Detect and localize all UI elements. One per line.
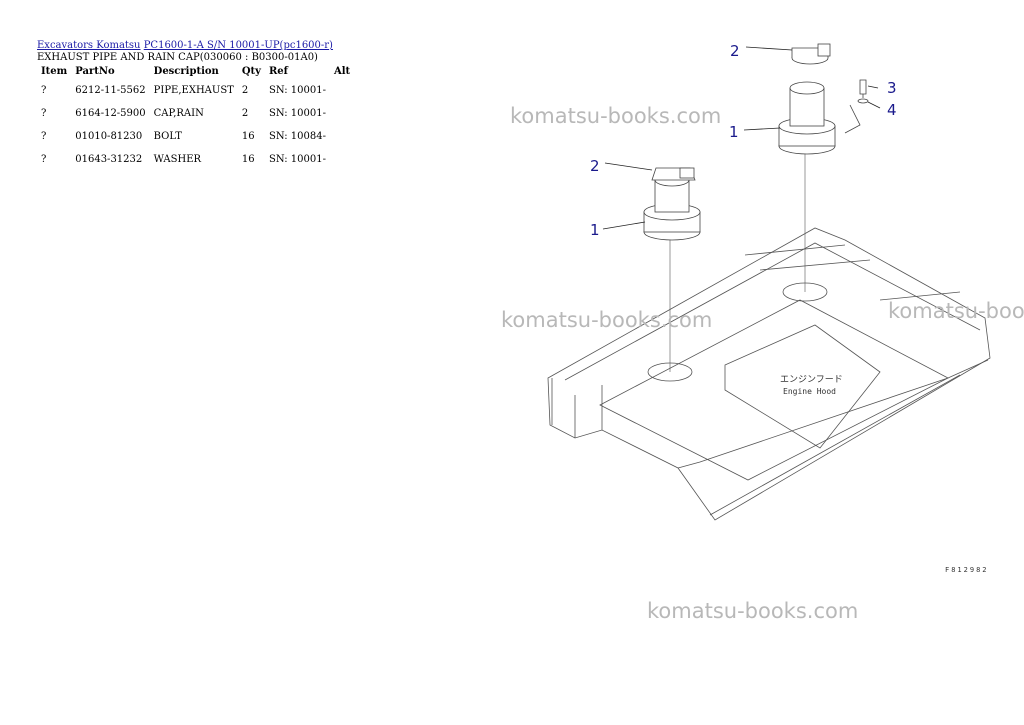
engine-hood-outline	[547, 227, 991, 521]
column-header-partno: PartNo	[75, 66, 115, 77]
table-row: ? 01010-81230 BOLT 16 SN: 10084-	[37, 131, 354, 154]
breadcrumb-link-category[interactable]: Excavators Komatsu	[37, 40, 141, 51]
breadcrumb-link-model[interactable]: PC1600-1-A S/N 10001-UP(pc1600-r)	[143, 40, 333, 51]
callout-number: 1	[590, 221, 600, 239]
cell-qty: 16	[241, 154, 255, 165]
table-row: ? 6212-11-5562 PIPE,EXHAUST 2 SN: 10001-	[37, 85, 354, 108]
watermark: komatsu-books.com	[510, 104, 722, 128]
bolt-and-washer	[844, 79, 869, 134]
column-header-ref: Ref	[268, 66, 288, 77]
callout-number: 2	[730, 42, 740, 60]
cell-partno: 6212-11-5562	[75, 85, 146, 96]
cell-qty: 2	[241, 85, 249, 96]
cell-item: ?	[41, 154, 47, 165]
rain-cap-right	[791, 43, 831, 65]
table-row: ? 6164-12-5900 CAP,RAIN 2 SN: 10001-	[37, 108, 354, 131]
cell-ref: SN: 10084-	[268, 131, 326, 142]
parts-diagram: エンジンフード Engine Hood	[547, 42, 991, 521]
page-header: Excavators Komatsu PC1600-1-A S/N 10001-…	[37, 40, 333, 64]
cell-item: ?	[41, 108, 47, 119]
callout-leaders	[602, 46, 881, 230]
column-header-description: Description	[153, 66, 219, 77]
breadcrumb: Excavators Komatsu PC1600-1-A S/N 10001-…	[37, 40, 333, 52]
exhaust-pipe-right	[778, 81, 836, 155]
column-header-qty: Qty	[241, 66, 261, 77]
cell-partno: 01010-81230	[75, 131, 143, 142]
cell-item: ?	[41, 131, 47, 142]
cell-description: CAP,RAIN	[153, 108, 204, 119]
cell-description: PIPE,EXHAUST	[153, 85, 234, 96]
watermark: komatsu-books.com	[888, 299, 1024, 323]
cell-alt	[330, 154, 354, 177]
cell-description: WASHER	[153, 154, 202, 165]
drawing-code: F812982	[945, 566, 989, 574]
cell-alt	[330, 131, 354, 154]
callout-number: 4	[887, 101, 897, 119]
cell-alt	[330, 108, 354, 131]
table-header-row: Item PartNo Description Qty Ref Alt	[37, 66, 354, 85]
hood-label-en: Engine Hood	[783, 387, 836, 396]
cell-ref: SN: 10001-	[268, 108, 326, 119]
cell-item: ?	[41, 85, 47, 96]
table-row: ? 01643-31232 WASHER 16 SN: 10001-	[37, 154, 354, 177]
watermark: komatsu-books.com	[647, 599, 859, 623]
callout-number: 2	[590, 157, 600, 175]
cell-alt	[330, 85, 354, 108]
column-header-item: Item	[41, 66, 68, 77]
exhaust-pipe-left	[643, 167, 701, 241]
callout-number: 3	[887, 79, 897, 97]
column-header-alt: Alt	[333, 66, 351, 77]
cell-ref: SN: 10001-	[268, 154, 326, 165]
hood-label-jp: エンジンフード	[780, 375, 843, 385]
cell-qty: 2	[241, 108, 249, 119]
cell-qty: 16	[241, 131, 255, 142]
cell-description: BOLT	[153, 131, 182, 142]
page-title: EXHAUST PIPE AND RAIN CAP(030060 : B0300…	[37, 52, 318, 63]
callout-number: 1	[729, 123, 739, 141]
cell-ref: SN: 10001-	[268, 85, 326, 96]
cell-partno: 01643-31232	[75, 154, 143, 165]
parts-table: Item PartNo Description Qty Ref Alt ? 62…	[37, 66, 354, 177]
cell-partno: 6164-12-5900	[75, 108, 146, 119]
watermark: komatsu-books.com	[501, 308, 713, 332]
